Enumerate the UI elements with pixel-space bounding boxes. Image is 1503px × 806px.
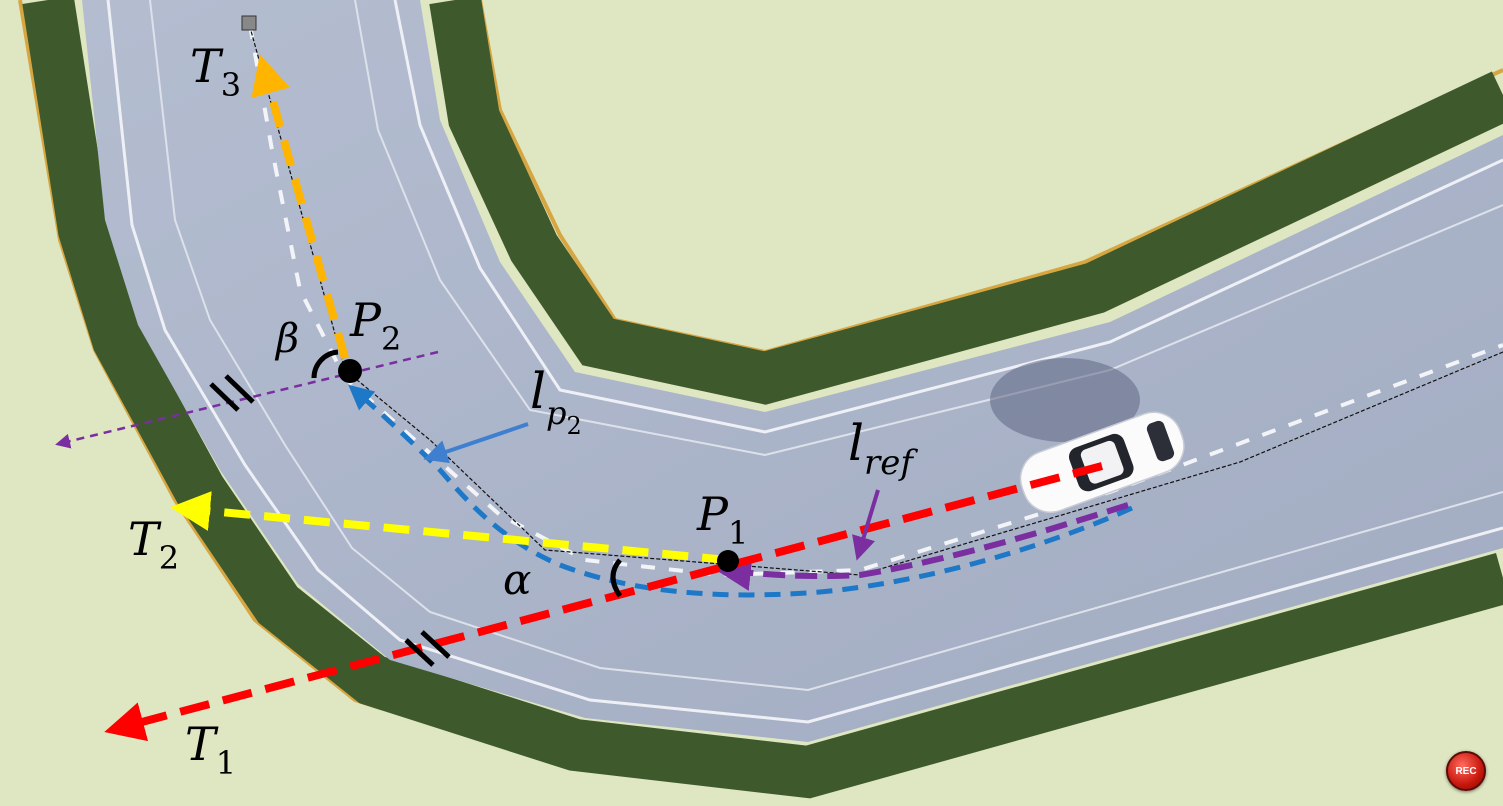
beta-label: β: [274, 316, 299, 362]
p2-point: [338, 359, 362, 383]
lane-edge-inner: [393, 0, 1503, 434]
lref-label: lref: [848, 414, 918, 483]
t1-label: T1: [185, 717, 236, 782]
outer-hedge: [22, 0, 1503, 799]
parallel-marks-upper: [209, 374, 255, 412]
p2-tangent-line: [55, 350, 439, 449]
lref-pointer-arrow: [852, 489, 880, 561]
inner-hedge: [429, 0, 1503, 405]
beta-angle-arc: [311, 349, 339, 379]
lp2-label: lp2: [530, 362, 582, 440]
road-surface: [82, 0, 1503, 742]
parallel-marks-lower: [404, 630, 451, 667]
alpha-label: α: [503, 555, 531, 604]
goal-checker-marker: [241, 15, 257, 31]
record-button[interactable]: REC: [1446, 751, 1486, 791]
car-shadow: [990, 358, 1140, 442]
lp2-pointer-arrow: [423, 422, 529, 464]
p1-point: [717, 550, 739, 572]
t3-label: T3: [190, 39, 241, 104]
lref-path: [714, 502, 1129, 591]
t1-ray: [104, 462, 1104, 742]
car: [1019, 411, 1185, 513]
lane-divider-outer: [149, 0, 1503, 692]
p1-label: P1: [696, 487, 748, 552]
t3-ray: [251, 54, 349, 360]
alpha-angle-arc: [610, 558, 623, 598]
t2-ray: [170, 491, 729, 564]
lane-edge-outer: [106, 0, 1503, 724]
lp2-path: [348, 384, 1134, 598]
t2-label: T2: [128, 512, 179, 577]
p2-label: P2: [349, 293, 401, 358]
